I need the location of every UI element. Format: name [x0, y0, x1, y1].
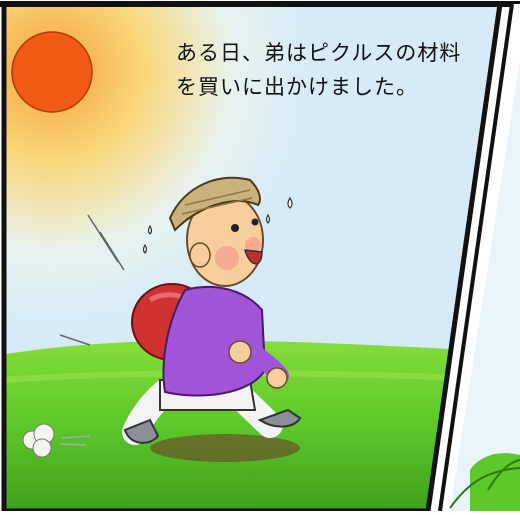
right-panel [438, 3, 520, 512]
caption-line-1: ある日、弟はピクルスの材料 [176, 41, 462, 65]
grass-field [4, 340, 470, 511]
caption-text: ある日、弟はピクルスの材料 を買いに出かけました。 [176, 36, 506, 104]
purple-robe [162, 286, 267, 397]
character-shadow [150, 434, 300, 462]
running-boy [122, 176, 302, 445]
caption-line-2: を買いに出かけました。 [176, 75, 418, 99]
speed-lines [59, 214, 125, 346]
dust-puff [22, 423, 91, 458]
sun [11, 31, 93, 113]
sweat-drops [142, 196, 293, 254]
